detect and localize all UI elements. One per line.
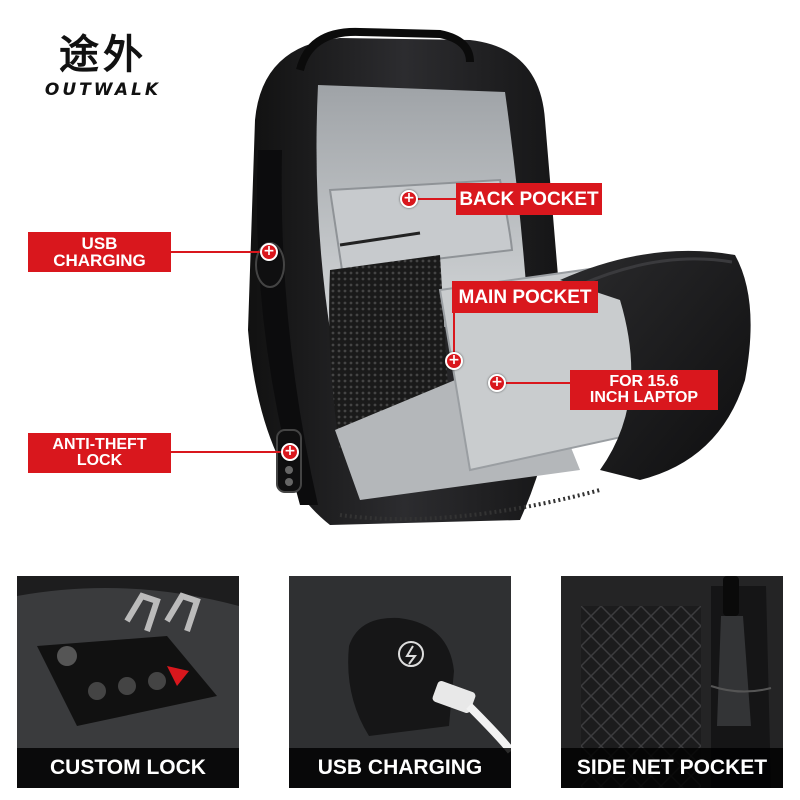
side-net-pocket-panel: SIDE NET POCKET — [561, 576, 783, 788]
usb-charging-panel: USB CHARGING — [289, 576, 511, 788]
usb-charging-marker-icon: + — [260, 243, 278, 261]
anti-theft-lock-label: ANTI-THEFT LOCK — [28, 433, 171, 473]
custom-lock-caption: CUSTOM LOCK — [17, 748, 239, 788]
main-pocket-label: MAIN POCKET — [452, 281, 598, 313]
anti-theft-lock-label-line1: ANTI-THEFT — [52, 436, 147, 453]
brand-logo: 途外 OUTWALK — [28, 32, 178, 100]
back-pocket-label-text: BACK POCKET — [459, 188, 599, 210]
usb-charging-label: USB CHARGING — [28, 232, 171, 272]
usb-charging-label-line2: CHARGING — [53, 251, 146, 270]
side-net-pocket-caption: SIDE NET POCKET — [561, 748, 783, 788]
usb-charging-caption: USB CHARGING — [289, 748, 511, 788]
anti-theft-lock-marker-icon: + — [281, 443, 299, 461]
back-pocket-marker-icon: + — [400, 190, 418, 208]
custom-lock-panel: CUSTOM LOCK — [17, 576, 239, 788]
laptop-compartment-label-line2: INCH LAPTOP — [589, 389, 699, 406]
usb-charging-label-line1: USB — [81, 234, 118, 253]
brand-name-chinese: 途外 — [59, 32, 147, 78]
back-pocket-label: BACK POCKET — [456, 183, 602, 215]
laptop-compartment-marker-icon: + — [488, 374, 506, 392]
laptop-compartment-label-line1: FOR 15.6 — [609, 373, 679, 390]
backpack-illustration — [171, 27, 751, 525]
brand-name-english: OUTWALK — [44, 80, 162, 100]
anti-theft-lock-label-line2: LOCK — [76, 452, 123, 469]
backpack-hero-image — [171, 27, 751, 525]
laptop-compartment-label: FOR 15.6 INCH LAPTOP — [570, 370, 718, 410]
main-pocket-label-text: MAIN POCKET — [458, 286, 592, 308]
main-pocket-marker-icon: + — [445, 352, 463, 370]
